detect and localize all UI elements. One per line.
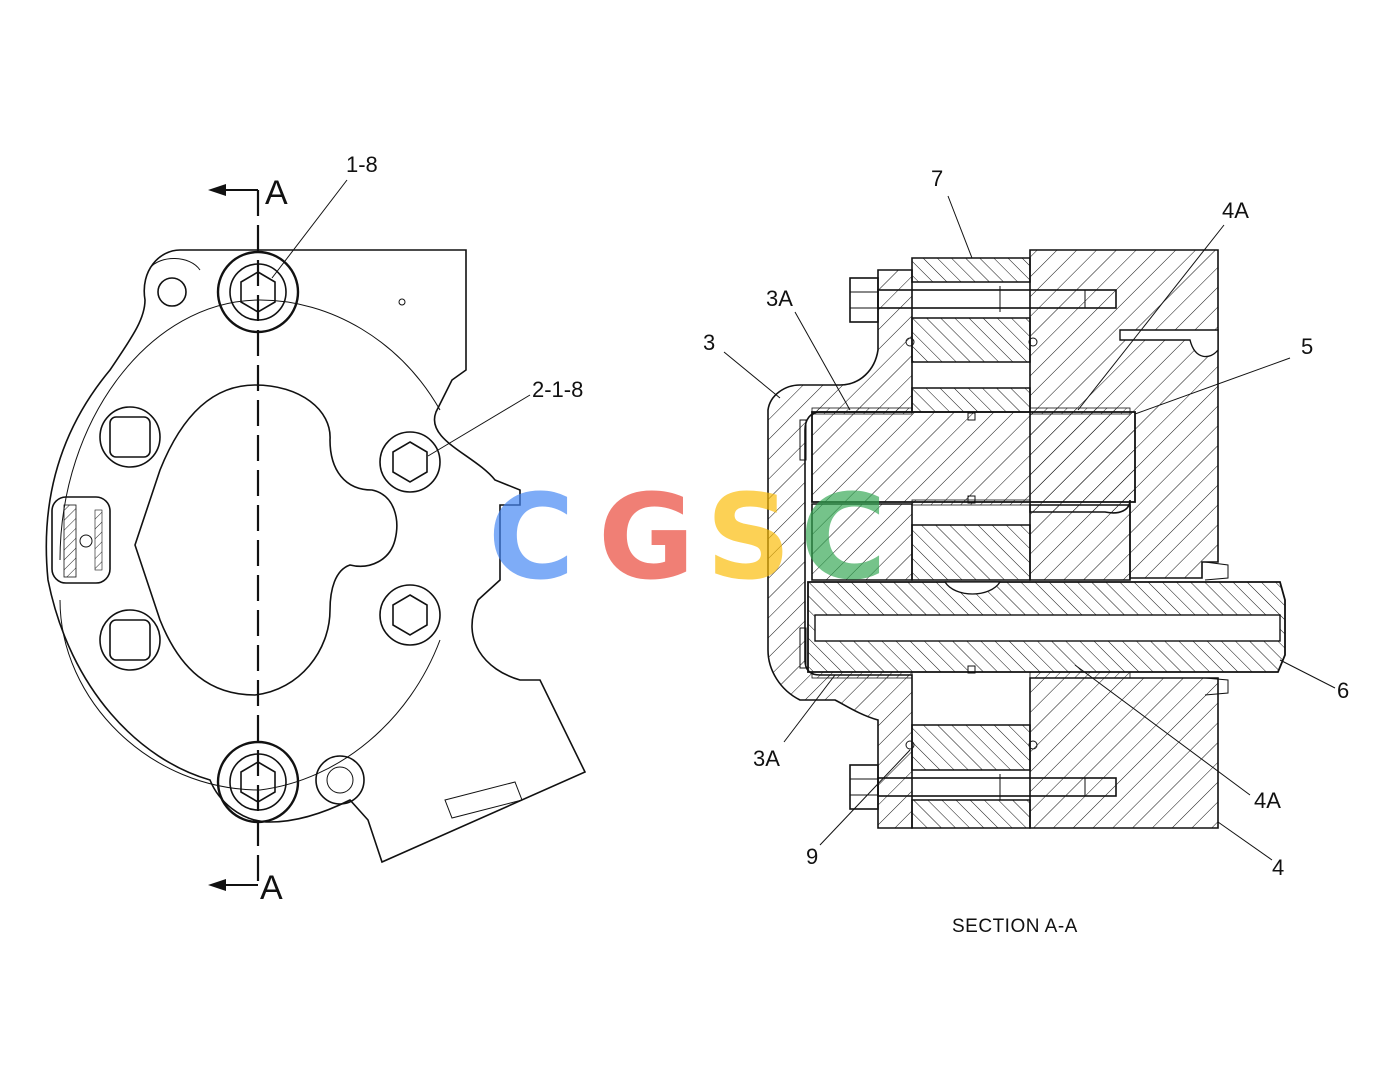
callout-4a-bottom: 4A [1254,788,1281,813]
watermark: C G S C [488,468,887,606]
callout-5: 5 [1301,334,1313,359]
idler-gear-shaft [811,411,1136,503]
upper-bolt [849,277,1117,323]
callout-4: 4 [1272,855,1284,880]
bolt-lower-left [99,609,161,671]
watermark-letter-3: S [706,468,791,606]
section-mark-bottom: A [260,869,283,907]
lower-lug-hole [315,755,365,805]
callout-4a-top: 4A [1222,198,1249,223]
end-view: A A 1-8 2-1-8 [45,152,587,907]
section-mark-top: A [265,174,288,212]
watermark-letter-1: C [488,468,575,606]
callout-6: 6 [1337,678,1349,703]
watermark-letter-4: C [800,468,887,606]
watermark-letter-2: G [598,468,695,606]
cavity-outline [134,384,398,696]
callout-2-1-8: 2-1-8 [532,377,583,402]
section-caption: SECTION A-A [952,916,1078,937]
callout-7: 7 [931,166,943,191]
bolt-lower-right [379,584,441,646]
callout-3a-bottom: 3A [753,746,780,771]
housing-outline [45,249,587,864]
section-view: 7 4A 3A 3 5 6 3A 4A 9 4 SECTION A-A [703,166,1349,937]
name-plate [51,496,111,584]
callout-3: 3 [703,330,715,355]
callout-3a-top: 3A [766,286,793,311]
bolt-upper-left [99,406,161,468]
bolt-upper-right [379,431,441,493]
top-lug-hole [157,277,187,307]
callout-9: 9 [806,844,818,869]
section-arrow-top [208,184,258,196]
gear-housing [911,257,1031,283]
callout-1-8: 1-8 [346,152,378,177]
lower-bolt [849,764,1117,810]
section-arrow-bottom [208,879,258,891]
